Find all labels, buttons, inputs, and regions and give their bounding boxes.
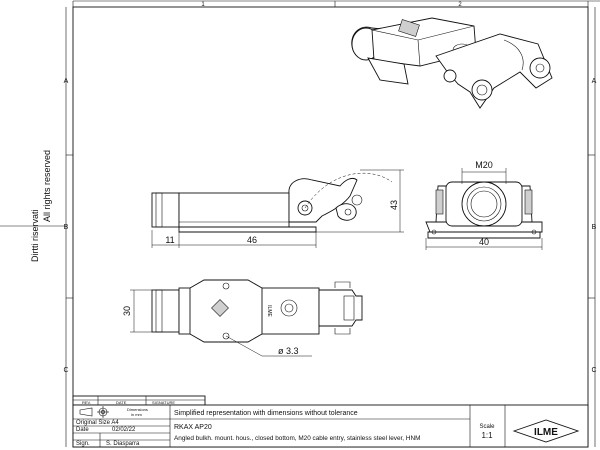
row-label-a-right: A [592,78,597,85]
dimension-width: 40 [479,237,489,247]
logo-text: ILME [534,427,558,438]
top-view: ILME ø 3.3 30 [122,279,363,357]
dimension-offset: 11 [165,235,174,245]
part-code: RKAX AP20 [174,424,212,431]
dimension-height: 43 [389,200,399,210]
rev-header-rev: REV. [82,400,91,405]
ilme-logo-icon: ILME [512,419,580,443]
part-description: Angled bulkh. mount. hous., closed botto… [174,435,420,442]
part-marking: ILME [266,305,272,317]
rev-header-date: DATE [116,400,127,405]
scale-value: 1:1 [481,431,493,440]
sign-value: S. Diasparra [106,441,140,447]
isometric-view [351,17,553,109]
original-size: Original Size A4 [76,420,119,426]
rights-text-italian: Dirtti riservati [30,209,40,262]
revision-table: REV. DATE SIGNATURE [72,395,206,406]
rights-text-english: All rights reserved [42,150,52,222]
column-label-2: 2 [458,2,462,8]
dimension-depth: 30 [122,306,132,316]
side-view: 43 11 46 [151,169,404,248]
dimension-hole: ø 3.3 [278,346,299,356]
dimensions-label: Dimensions [127,407,148,412]
front-view: M20 40 [425,160,543,250]
rev-header-signature: SIGNATURE [152,400,175,405]
scale-label: Scale [479,424,495,430]
date-value: 02/02/22 [112,427,136,433]
row-label-b-right: B [592,224,597,231]
dimension-length: 46 [247,235,257,245]
title-block: Dimensions in mm Simplified representati… [72,404,589,448]
dimensions-unit: in mm [131,412,143,417]
projection-symbol-icon [79,406,109,418]
column-label-1: 1 [201,2,205,8]
sign-label: Sign. [76,441,90,447]
row-label-c-left: C [63,367,68,374]
date-label: Date [76,427,89,433]
dimension-thread: M20 [475,160,493,170]
row-label-a-left: A [64,78,69,85]
description-note: Simplified representation with dimension… [174,410,358,417]
row-label-c-right: C [591,367,596,374]
row-label-b-left: B [64,224,69,231]
